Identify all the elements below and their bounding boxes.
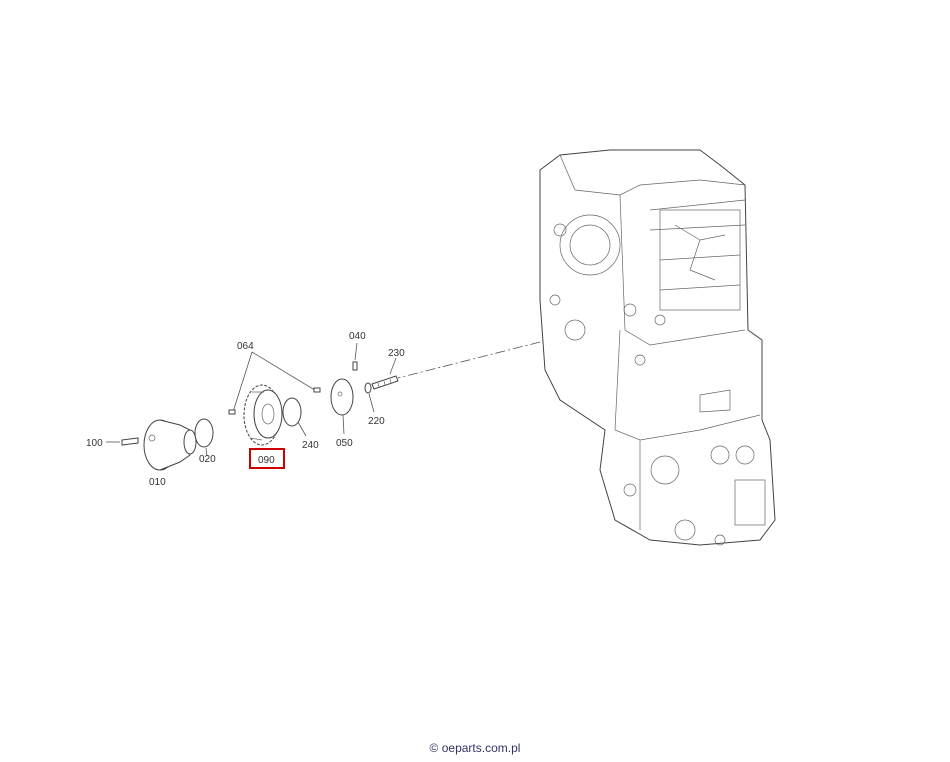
part-020-oring: 020 xyxy=(194,418,216,465)
part-220-washer: 220 xyxy=(364,382,385,427)
label-090: 090 xyxy=(258,455,275,466)
label-020: 020 xyxy=(199,454,216,465)
part-010-flange: 010 xyxy=(143,419,197,488)
footer: © oeparts.com.pl xyxy=(0,741,950,755)
label-064: 064 xyxy=(237,341,254,352)
assembly-axis-line xyxy=(397,341,541,379)
label-050: 050 xyxy=(336,438,353,449)
part-050-plate: 050 xyxy=(330,378,354,449)
part-090-gear: 090 xyxy=(243,384,285,469)
part-100-bolt: 100 xyxy=(86,437,139,449)
label-040: 040 xyxy=(349,331,366,342)
transmission-housing xyxy=(539,149,776,546)
part-240-oring: 240 xyxy=(282,397,319,451)
highlight-box-090 xyxy=(249,448,285,469)
label-240: 240 xyxy=(302,440,319,451)
part-064-pins: 064 xyxy=(228,341,321,415)
label-100: 100 xyxy=(86,438,103,449)
label-230: 230 xyxy=(388,348,405,359)
part-040-pin: 040 xyxy=(349,331,366,371)
label-010: 010 xyxy=(149,477,166,488)
copyright-link[interactable]: © oeparts.com.pl xyxy=(429,741,521,755)
part-230-screw: 230 xyxy=(371,348,405,390)
label-220: 220 xyxy=(368,416,385,427)
